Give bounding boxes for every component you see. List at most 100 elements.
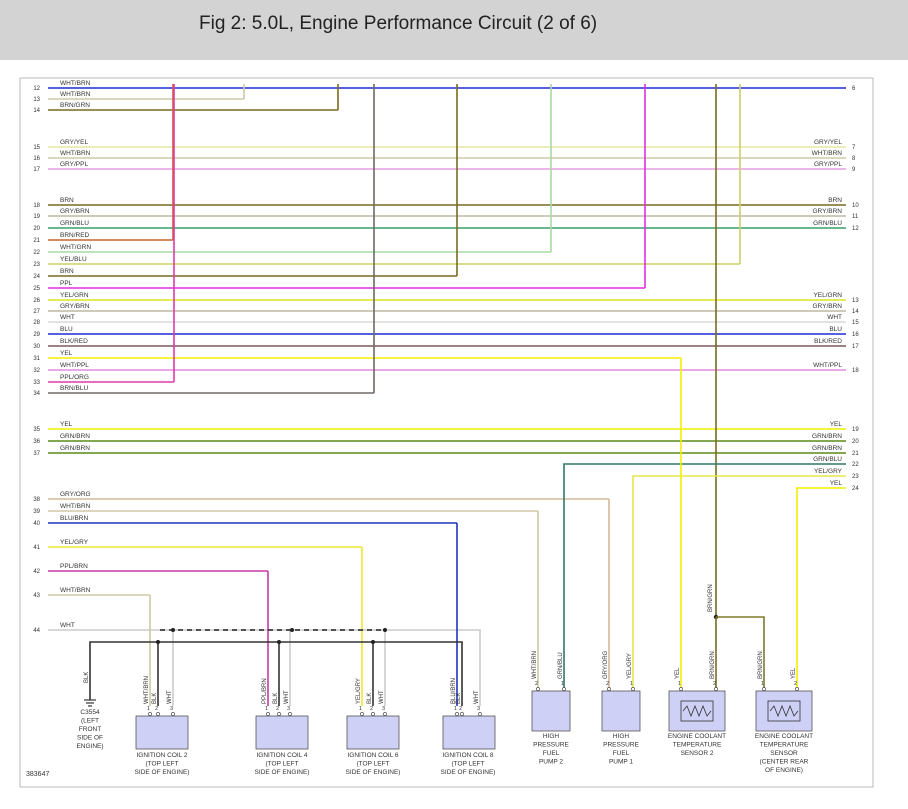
right-pin-number: 23 bbox=[852, 474, 859, 480]
component-label: HIGH bbox=[613, 733, 630, 740]
right-wire-label: GRY/PPL bbox=[814, 161, 842, 168]
left-pin-number: 34 bbox=[33, 391, 40, 397]
left-wire-label: BLU bbox=[60, 326, 73, 333]
component-pin-number: 1 bbox=[359, 706, 362, 712]
right-wire-label: BRN bbox=[828, 197, 842, 204]
component-wire-label: BLK bbox=[273, 693, 279, 704]
component-label: TEMPERATURE bbox=[760, 742, 809, 749]
left-pin-number: 13 bbox=[33, 97, 40, 103]
component-pin-number: 1 bbox=[678, 681, 681, 687]
resistor-icon bbox=[769, 704, 799, 718]
left-wire-label: YEL/GRN bbox=[60, 292, 89, 299]
splice-dot bbox=[171, 628, 175, 632]
left-wire-label: WHT/BRN bbox=[60, 80, 91, 87]
component-label: FRONT bbox=[79, 726, 101, 733]
right-wire-label: GRY/BRN bbox=[813, 303, 843, 310]
left-pin-number: 41 bbox=[33, 545, 40, 551]
component-label: SIDE OF ENGINE) bbox=[346, 769, 401, 776]
left-wire-label: BRN/RED bbox=[60, 232, 90, 239]
pin-terminal bbox=[536, 687, 540, 691]
left-wire-label: WHT bbox=[60, 314, 75, 321]
component-pin-number: 2 bbox=[155, 706, 158, 712]
left-wire-label: YEL bbox=[60, 421, 73, 428]
component-pin-number: 3 bbox=[477, 706, 480, 712]
left-pin-number: 15 bbox=[33, 145, 40, 151]
component-wire-label: YEL/GRY bbox=[356, 678, 362, 704]
component-label: C3554 bbox=[80, 709, 100, 716]
left-pin-number: 22 bbox=[33, 250, 40, 256]
left-wire-label: GRY/BRN bbox=[60, 303, 90, 310]
left-wire-label: PPL/ORG bbox=[60, 374, 89, 381]
component-label: (CENTER REAR bbox=[760, 759, 809, 766]
right-pin-number: 24 bbox=[852, 486, 859, 492]
component-label: SENSOR 2 bbox=[681, 750, 714, 757]
component-pin-number: 2 bbox=[370, 706, 373, 712]
component-pin-number: 2 bbox=[459, 706, 462, 712]
left-wire-label: PPL bbox=[60, 280, 73, 287]
right-wire-label: YEL bbox=[830, 480, 843, 487]
splice-label: BRN/GRN bbox=[708, 584, 714, 612]
component-label: TEMPERATURE bbox=[673, 742, 722, 749]
right-wire-label: WHT bbox=[827, 314, 842, 321]
pin-terminal bbox=[371, 712, 375, 716]
right-pin-number: 16 bbox=[852, 332, 859, 338]
component-box bbox=[346, 715, 400, 750]
left-pin-number: 42 bbox=[33, 569, 40, 575]
pin-terminal bbox=[607, 687, 611, 691]
component-box bbox=[255, 715, 309, 750]
right-pin-number: 12 bbox=[852, 226, 859, 232]
left-pin-number: 17 bbox=[33, 167, 40, 173]
thermistor-icon bbox=[767, 700, 801, 722]
pin-terminal bbox=[679, 687, 683, 691]
right-pin-number: 20 bbox=[852, 439, 859, 445]
left-pin-number: 16 bbox=[33, 156, 40, 162]
right-pin-number: 21 bbox=[852, 451, 859, 457]
left-pin-number: 31 bbox=[33, 356, 40, 362]
component-pin-number: 1 bbox=[761, 681, 764, 687]
component-wire-label: BRN/GRN bbox=[758, 651, 764, 679]
component-label: FUEL bbox=[543, 750, 560, 757]
left-wire-label: WHT/BRN bbox=[60, 150, 91, 157]
component-wire-label: WHT bbox=[379, 690, 385, 704]
component-pin-number: 3 bbox=[287, 706, 290, 712]
component-label: IGNITION COIL 4 bbox=[256, 752, 307, 759]
right-pin-number: 7 bbox=[852, 145, 856, 151]
left-pin-number: 44 bbox=[33, 628, 40, 634]
right-pin-number: 8 bbox=[852, 156, 856, 162]
pin-terminal bbox=[478, 712, 482, 716]
right-pin-number: 10 bbox=[852, 203, 859, 209]
left-pin-number: 33 bbox=[33, 380, 40, 386]
left-pin-number: 20 bbox=[33, 226, 40, 232]
left-wire-label: GRY/PPL bbox=[60, 161, 88, 168]
left-wire-label: YEL/BLU bbox=[60, 256, 87, 263]
left-pin-number: 38 bbox=[33, 497, 40, 503]
component-label: PUMP 1 bbox=[609, 759, 633, 766]
right-wire-label: GRY/YEL bbox=[814, 139, 842, 146]
component-wire-label: YEL/GRY bbox=[627, 653, 633, 679]
right-wire-label: BLK/RED bbox=[814, 338, 842, 345]
component-wire-label: BLK bbox=[152, 693, 158, 704]
right-wire-label: WHT/PPL bbox=[813, 362, 842, 369]
component-label: HIGH bbox=[543, 733, 560, 740]
component-wire-label: WHT bbox=[474, 690, 480, 704]
component-wire-label: BLK bbox=[84, 672, 90, 683]
pin-terminal bbox=[360, 712, 364, 716]
component-pin-number: 2 bbox=[794, 681, 797, 687]
component-label: SIDE OF ENGINE) bbox=[135, 769, 190, 776]
component-label: (TOP LEFT bbox=[266, 761, 299, 768]
component-label: (TOP LEFT bbox=[452, 761, 485, 768]
left-wire-label: GRY/BRN bbox=[60, 208, 90, 215]
component-wire-label: GRN/BLU bbox=[558, 652, 564, 679]
figure-title: Fig 2: 5.0L, Engine Performance Circuit … bbox=[199, 13, 598, 34]
pin-terminal bbox=[562, 687, 566, 691]
component-label: FUEL bbox=[613, 750, 630, 757]
component-box bbox=[135, 715, 189, 750]
left-pin-number: 19 bbox=[33, 214, 40, 220]
right-pin-number: 6 bbox=[852, 86, 856, 92]
left-pin-number: 43 bbox=[33, 593, 40, 599]
right-pin-number: 11 bbox=[852, 214, 859, 220]
component-pin-number: 2 bbox=[713, 681, 716, 687]
pin-terminal bbox=[266, 712, 270, 716]
component-wire-label: BLU/BRN bbox=[451, 678, 457, 704]
